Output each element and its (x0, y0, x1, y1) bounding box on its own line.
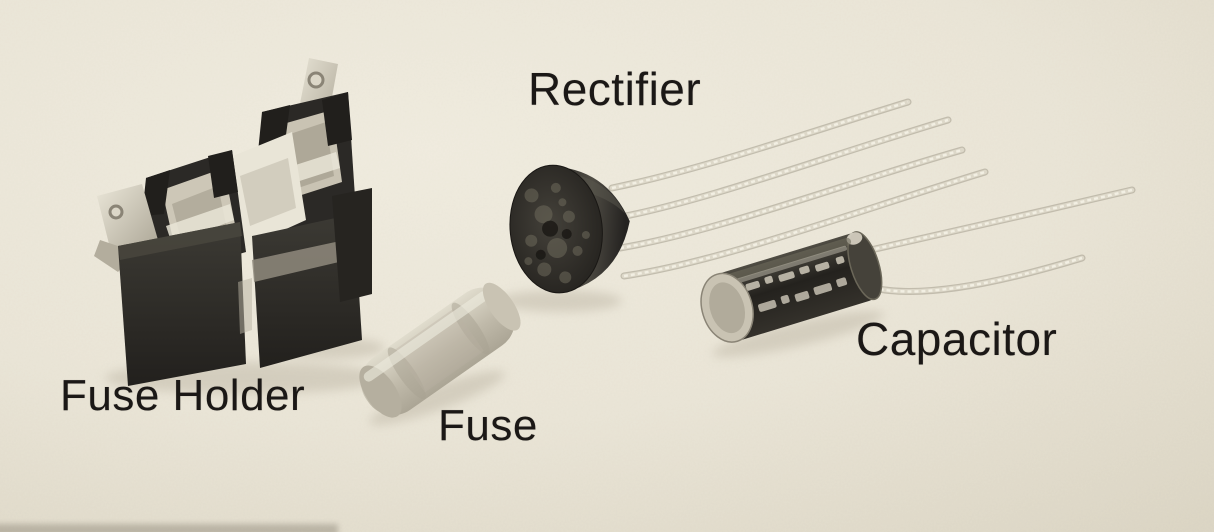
fuse-holder-photo (94, 58, 372, 386)
rectifier-photo (509, 164, 630, 294)
side-lug-icon (94, 184, 158, 272)
label-fuse: Fuse (438, 401, 538, 450)
label-fuse-holder: Fuse Holder (60, 371, 306, 420)
label-rectifier: Rectifier (528, 63, 702, 115)
fuse-photo (359, 282, 521, 418)
capacitor-print-marks (731, 245, 848, 316)
capacitor-photo (700, 231, 883, 343)
rectifier-face-texture (524, 182, 590, 284)
rectifier-face-dark-spots (535, 220, 572, 260)
label-capacitor: Capacitor (856, 313, 1058, 365)
page-edge-shadow (0, 524, 338, 532)
